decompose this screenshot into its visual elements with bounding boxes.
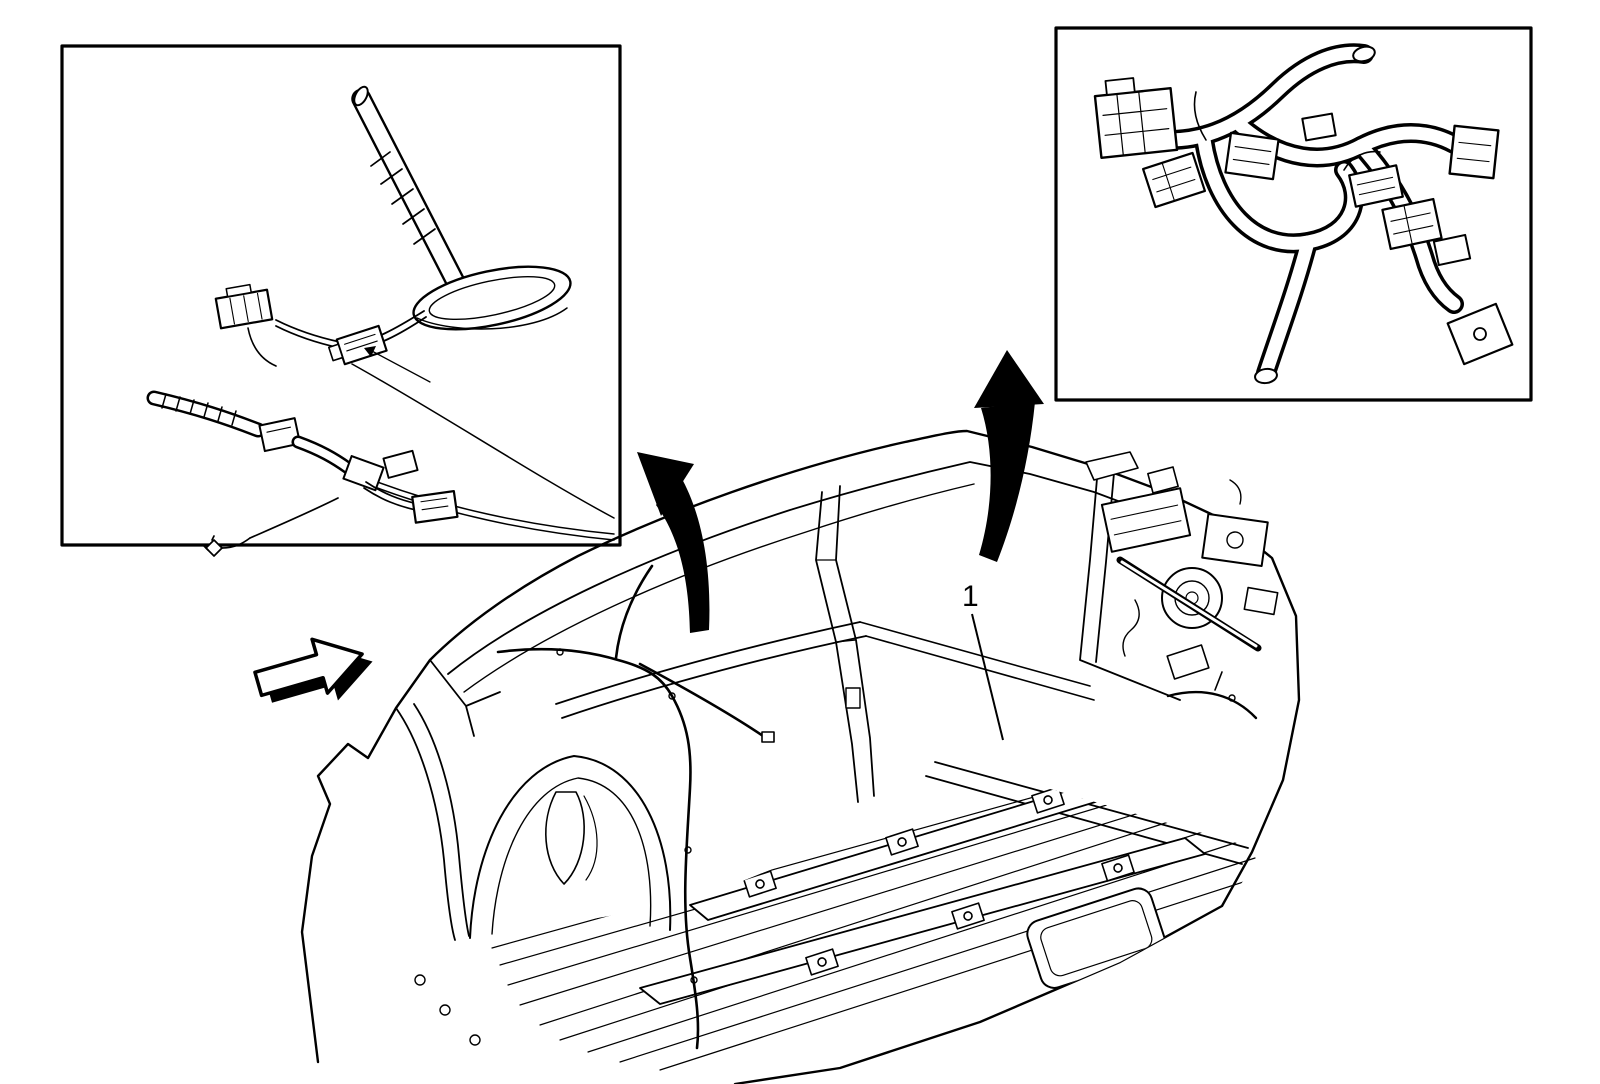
antenna-connector [214, 283, 274, 330]
inset-border [60, 44, 622, 547]
dash-module-cluster [1085, 451, 1279, 680]
antenna-mast [351, 85, 466, 289]
right-harness-stub [1166, 671, 1258, 720]
branch-wires [1193, 91, 1381, 171]
a-pillar [429, 659, 501, 737]
left-rocker [555, 621, 867, 719]
connector [1224, 131, 1280, 181]
main-vehicle-drawing [300, 429, 1301, 1084]
lower-tube [291, 435, 355, 475]
connector [1448, 124, 1500, 180]
connector [1301, 112, 1337, 142]
roof-rail [447, 461, 1159, 675]
front-sill [859, 621, 1095, 701]
connector-pigtail [247, 327, 277, 367]
blower-motor [1161, 567, 1223, 629]
antenna-tip-cap [353, 85, 369, 107]
main-connector [1093, 77, 1179, 160]
body-wiring-harness [496, 564, 775, 1050]
storage-bin-recess [1026, 887, 1167, 989]
arrow-to-harness-inset [974, 350, 1044, 562]
connector [1141, 151, 1207, 209]
b-pillar [815, 485, 875, 803]
roof-rail-inner [463, 483, 975, 693]
floor-pan [491, 776, 1263, 1071]
callout-1-label: 1 [962, 580, 979, 613]
sill-grommets [414, 974, 481, 1046]
callout-1-leader [971, 613, 1004, 741]
floor-crossmember [689, 776, 1149, 921]
elbow-connector [342, 455, 385, 492]
tube-end [1254, 367, 1278, 385]
small-connector [382, 449, 419, 479]
view-direction-arrow [253, 637, 373, 703]
arrow-to-antenna-inset [637, 452, 710, 633]
pointer-line [364, 346, 431, 383]
wheelhouse [469, 755, 672, 939]
body-outline [300, 429, 1301, 1084]
tube-joint-connector [258, 417, 302, 453]
tube-end [1352, 45, 1376, 63]
seat-mount-brackets [743, 786, 1135, 976]
antenna-base [412, 265, 572, 331]
corrugated-tube [146, 390, 266, 438]
inset-border [1054, 26, 1533, 402]
connector [1432, 233, 1472, 267]
floor-crossmember [639, 837, 1206, 1005]
left-quarter-panel [395, 703, 470, 941]
coax-cable [351, 363, 615, 541]
mounting-bracket [1446, 302, 1514, 366]
end-connector [411, 489, 459, 524]
connector [1348, 164, 1404, 208]
inline-connector [327, 324, 388, 366]
connector [1381, 197, 1443, 251]
inset-antenna-detail [60, 44, 622, 557]
inset-harness-detail [1054, 26, 1533, 402]
retainer-clip [203, 497, 339, 557]
